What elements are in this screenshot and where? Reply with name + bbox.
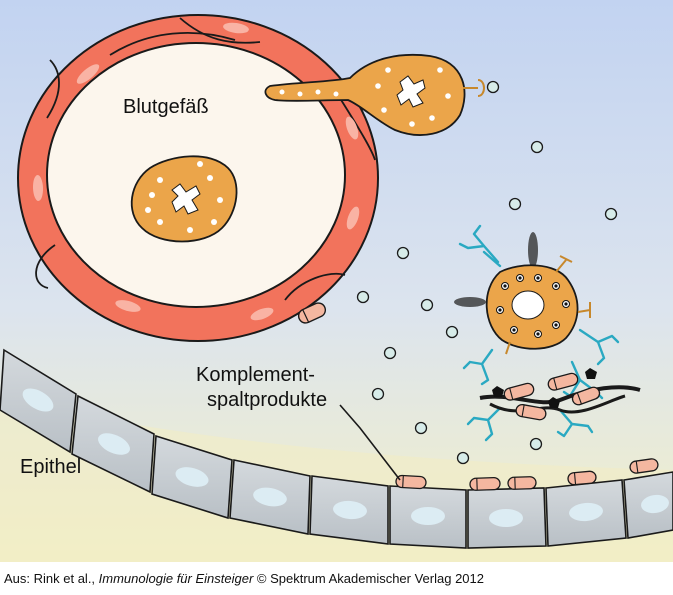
epithelial-cell [390,486,466,548]
complement-label-line1: Komplement- [196,364,315,387]
epithelial-cell [310,476,388,544]
epithelium-label: Epithel [20,456,81,479]
epithelial-cell [468,488,546,548]
neutrophil-in-vessel [132,156,237,241]
epithelial-cell [546,480,626,546]
caption-prefix: Aus: Rink et al., [4,571,99,586]
epithelial-cell [624,472,673,538]
complement-label-line2: spaltprodukte [207,389,327,412]
vessel-label: Blutgefäß [123,96,209,119]
caption-suffix: © Spektrum Akademischer Verlag 2012 [253,571,484,586]
caption-book-title: Immunologie für Einsteiger [99,571,254,586]
source-caption: Aus: Rink et al., Immunologie für Einste… [4,571,484,586]
